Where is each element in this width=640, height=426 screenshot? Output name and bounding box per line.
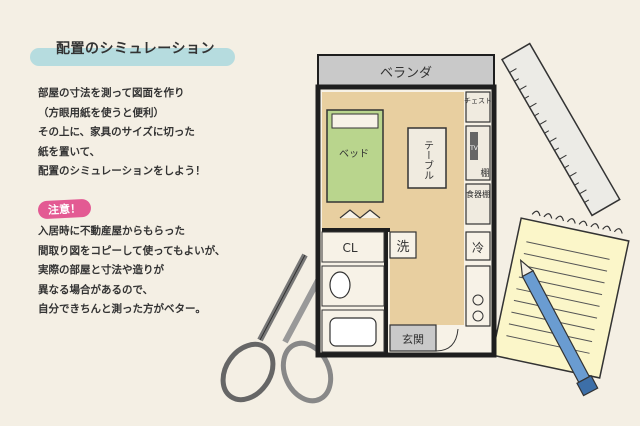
note-line: 入居時に不動産屋からもらった: [38, 225, 185, 237]
veranda-label: ベランダ: [380, 66, 432, 81]
tv-label: TV: [469, 145, 479, 152]
entrance-label: 玄関: [402, 332, 424, 346]
veranda: [317, 54, 495, 88]
dish-shelf-label: 食器棚: [466, 189, 490, 199]
dish-shelf: [465, 183, 491, 225]
notepad-icon: [491, 210, 630, 379]
bed-pillow: [331, 113, 379, 129]
floorplan: ベランダ ベッド テーブル チェスト TV 棚 食器棚 冷: [315, 54, 497, 358]
intro-line: 紙を置いて、: [38, 145, 101, 158]
tv: [470, 132, 478, 160]
title-highlight: [30, 48, 235, 66]
note-line: 自分できちんと測った方がベター。: [38, 303, 206, 315]
table: [407, 127, 447, 189]
note-line: 異なる場合があるので、: [38, 283, 154, 296]
table-label: テーブル: [422, 140, 434, 180]
washer-label: 洗: [396, 240, 409, 255]
bathtub-icon: [329, 317, 377, 347]
note-line: 実際の部屋と寸法や造りが: [38, 264, 164, 276]
closet-label: CL: [342, 241, 357, 255]
page-title: 配置のシミュレーション: [56, 41, 215, 57]
intro-line: 部屋の寸法を測って図面を作り: [38, 87, 185, 99]
ruler-icon: [500, 42, 621, 217]
door-swing: [435, 328, 459, 352]
fridge-label: 冷: [472, 241, 484, 255]
intro-line: その上に、家具のサイズに切った: [38, 126, 195, 138]
intro-line: 配置のシミュレーションをしよう！: [38, 165, 206, 177]
washer: [389, 231, 417, 259]
burner-icon: [472, 294, 484, 306]
shelf-label: 棚: [480, 167, 489, 179]
chest: [465, 91, 491, 123]
entrance: [389, 324, 437, 352]
burner-icon: [472, 310, 484, 322]
note-text: 入居時に不動産屋からもらった 間取り図をコピーして使ってもよいが、 実際の部屋と…: [38, 222, 298, 320]
note-line: 間取り図をコピーして使ってもよいが、: [38, 244, 226, 257]
ribbon-icon: [339, 209, 381, 219]
intro-line: （方眼用紙を使うと便利）: [38, 106, 164, 119]
stove: [465, 265, 491, 327]
intro-text: 部屋の寸法を測って図面を作り （方眼用紙を使うと便利） その上に、家具のサイズに…: [38, 84, 288, 182]
toilet-icon: [329, 271, 351, 299]
fridge: [465, 231, 491, 261]
title-block: 配置のシミュレーション: [30, 34, 235, 68]
closet: [321, 231, 385, 263]
pen-icon: [519, 258, 599, 397]
bed-label: ベッド: [339, 148, 369, 160]
chest-label: チェスト: [464, 97, 492, 105]
